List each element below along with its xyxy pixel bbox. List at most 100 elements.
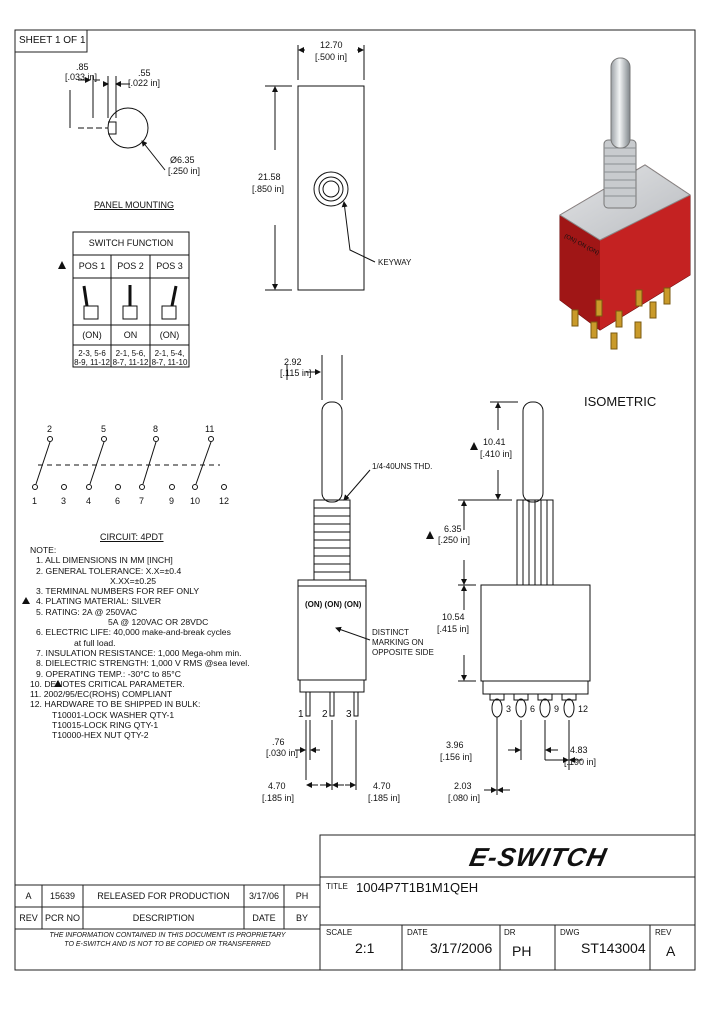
sheet-number: SHEET 1 OF 1 [19, 35, 86, 46]
pin-label: 1 [32, 496, 38, 506]
notes-block: NOTE: 1. ALL DIMENSIONS IN MM [INCH] 2. … [22, 545, 260, 741]
revision-header: DESCRIPTION [132, 913, 195, 923]
part-number-title: 1004P7T1B1M1QEH [356, 880, 479, 895]
note-line: 4. PLATING MATERIAL: SILVER [36, 596, 162, 607]
pos-3-connection: 8-7, 11-10 [151, 358, 188, 367]
note-line: 9. OPERATING TEMP.: -30°C to 85°C [36, 668, 181, 679]
revision-description: RELEASED FOR PRODUCTION [97, 891, 230, 901]
pin-width-dimension: .76 [272, 737, 285, 747]
revision-by: PH [295, 891, 309, 901]
notes-title: NOTE: [30, 545, 57, 555]
pin-label: 11 [205, 424, 215, 434]
pos-1-header: POS 1 [78, 261, 106, 271]
pin-label: 12 [578, 704, 589, 714]
revision-pcn: 15639 [49, 891, 76, 901]
revision-block [14, 884, 321, 930]
note-line: 11. 2002/95/EC(ROHS) COMPLIANT [30, 689, 173, 700]
note-line: T10015-LOCK RING QTY-1 [52, 720, 159, 731]
front-view [286, 355, 371, 790]
note-line: 5. RATING: 2A @ 250VAC [36, 606, 138, 617]
side-view [458, 401, 591, 795]
company-logo: E-SWITCH [466, 842, 610, 872]
drawing-number-value: ST143004 [581, 940, 646, 956]
pos-1-connection: 8-9, 11-12 [74, 358, 110, 367]
isometric-picture: (ON) ON (ON) [559, 57, 691, 350]
pin-label: 7 [139, 496, 145, 506]
pin-label: 3 [61, 496, 67, 506]
note-line: 8. DIELECTRIC STRENGTH: 1,000 V RMS @sea… [36, 658, 250, 669]
pin-label: 3 [506, 704, 512, 714]
top-width-dimension: 12.70 [320, 40, 343, 50]
top-height-dimension-inch: [.850 in] [252, 184, 285, 194]
scale-value: 2:1 [355, 940, 375, 956]
critical-parameter-icon [54, 679, 62, 687]
pos-1-mode: (ON) [82, 330, 102, 340]
note-line: X.XX=±0.25 [110, 575, 157, 586]
drawing-number-label: DWG [560, 928, 580, 937]
revision-date: 3/17/06 [248, 891, 280, 901]
note-line: 2. GENERAL TOLERANCE: X.X=±0.4 [36, 565, 182, 576]
pin-pitch-dimension: 4.70 [373, 781, 391, 791]
hole-diameter-inch: [.250 in] [168, 166, 201, 176]
critical-parameter-icon [58, 261, 66, 269]
revision-header: PCR NO [44, 913, 80, 923]
note-line: 7. INSULATION RESISTANCE: 1,000 Mega-ohm… [36, 647, 242, 658]
pin-label: 1 [298, 709, 304, 720]
title-block [319, 834, 696, 971]
position-marking: (ON) (ON) (ON) [305, 600, 362, 609]
terminal-offset-dimension: 2.03 [454, 781, 472, 791]
marking-note: DISTINCT [372, 628, 409, 637]
terminal-pitch-dimension: 4.83 [570, 745, 588, 755]
note-line: 3. TERMINAL NUMBERS FOR REF ONLY [36, 586, 200, 597]
terminal-spacing-dimension: 3.96 [446, 740, 464, 750]
pin-pitch-dimension-inch: [.185 in] [262, 793, 295, 803]
switch-function-table [72, 231, 190, 368]
pos-2-mode: ON [123, 330, 138, 340]
date-label: DATE [407, 928, 428, 937]
scale-label: SCALE [326, 928, 353, 937]
top-view [265, 45, 376, 291]
key-dimension-inch: [.022 in] [128, 78, 161, 88]
rev-value: A [666, 943, 676, 959]
panel-mounting-label: PANEL MOUNTING [94, 200, 175, 210]
slot-dimension: .85 [76, 62, 89, 72]
terminal-pitch-dimension-inch: [.190 in] [564, 757, 597, 767]
confidential-notice: THE INFORMATION CONTAINED IN THIS DOCUME… [49, 932, 286, 939]
pin-label: 4 [86, 496, 92, 506]
critical-parameter-icon [470, 442, 478, 450]
lever-angle-dimension: 2.92 [284, 357, 302, 367]
lever-length-dimension: 10.41 [483, 437, 506, 447]
circuit-label: CIRCUIT: 4PDT [100, 532, 164, 542]
body-height-dimension: 10.54 [442, 612, 465, 622]
critical-parameter-icon [426, 531, 434, 539]
pin-label: 10 [190, 496, 201, 506]
bushing-dimension: 6.35 [444, 524, 462, 534]
lever-angle-dimension-inch: [.115 in] [280, 368, 312, 378]
note-line: T10001-LOCK WASHER QTY-1 [52, 709, 175, 720]
note-line: 1. ALL DIMENSIONS IN MM [INCH] [36, 555, 173, 566]
pin-label: 9 [554, 704, 560, 714]
panel-mounting-view [69, 75, 166, 171]
pin-label: 2 [322, 709, 328, 720]
pos-3-mode: (ON) [159, 330, 180, 340]
pin-width-dimension-inch: [.030 in] [266, 748, 299, 758]
marking-note: OPPOSITE SIDE [372, 648, 434, 657]
drawn-by-value: PH [512, 943, 532, 959]
note-line: 10. DENOTES CRITICAL PARAMETER. [30, 678, 185, 689]
drawn-by-label: DR [504, 928, 516, 937]
pin-label: 8 [153, 424, 159, 434]
pos-1-connection: 2-3, 5-6 [78, 349, 106, 358]
pos-3-header: POS 3 [156, 261, 183, 271]
keyway-label: KEYWAY [378, 258, 412, 267]
revision-header: BY [295, 913, 308, 923]
pin-label: 12 [219, 496, 230, 506]
lever-length-dimension-inch: [.410 in] [480, 449, 513, 459]
note-line: 12. HARDWARE TO BE SHIPPED IN BULK: [30, 699, 201, 710]
pin-label: 3 [346, 709, 352, 720]
pin-label: 5 [101, 424, 107, 434]
revision-header: DATE [252, 913, 276, 923]
note-line: 6. ELECTRIC LIFE: 40,000 make-and-break … [36, 627, 231, 638]
pin-label: 9 [169, 496, 175, 506]
revision-header: REV [19, 913, 38, 923]
